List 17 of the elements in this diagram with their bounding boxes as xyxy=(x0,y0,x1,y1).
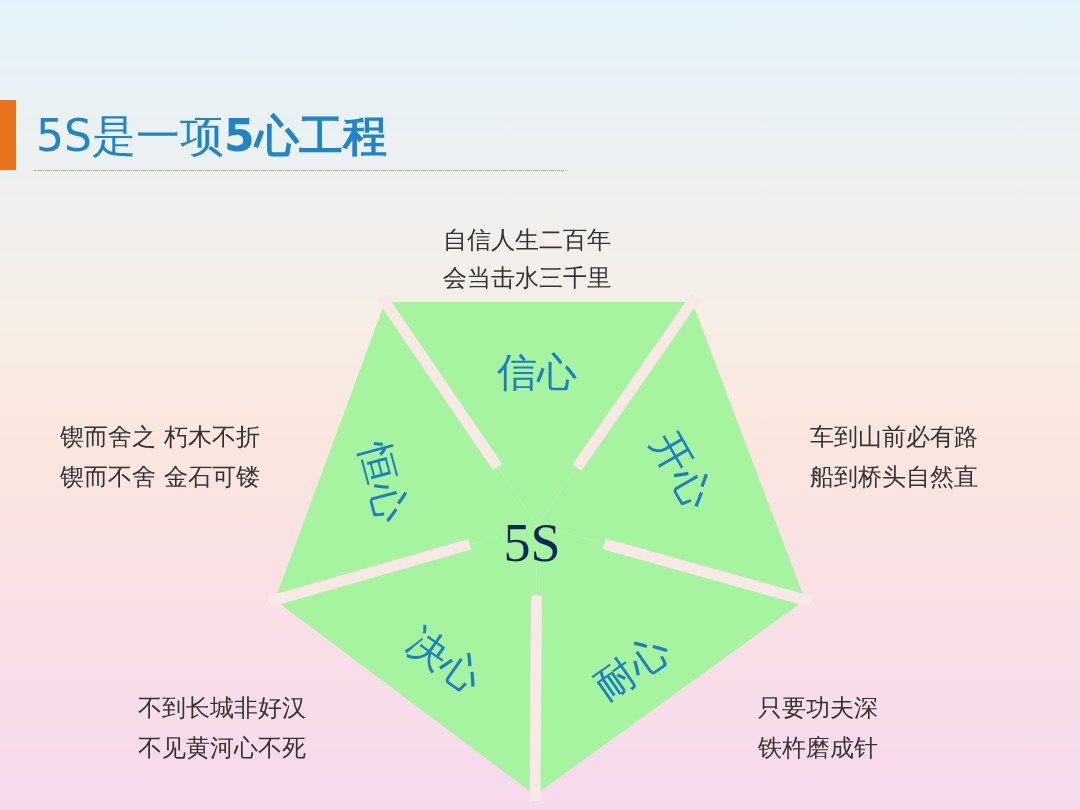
segment-label: 开心 xyxy=(644,425,720,515)
segment-label: 恒心 xyxy=(354,438,414,526)
quote-text: 不见黄河心不死 xyxy=(138,734,306,763)
title: 5S是一项5心工程 xyxy=(36,112,387,161)
segment-label: 耐心 xyxy=(587,628,677,708)
segment-label: 信心 xyxy=(497,352,577,392)
quote-text: 车到山前必有路 xyxy=(810,423,978,452)
quote-text: 铁杵磨成针 xyxy=(758,734,878,763)
quote-text: 会当击水三千里 xyxy=(443,264,611,293)
center-label: 5S xyxy=(503,516,561,570)
quote-text: 船到桥头自然直 xyxy=(810,463,978,492)
quote-text: 自信人生二百年 xyxy=(443,226,611,255)
quote-text: 锲而舍之 朽木不折 xyxy=(60,423,260,452)
quote-text: 只要功夫深 xyxy=(758,694,878,723)
segment-label: 决心 xyxy=(400,620,490,700)
quote-text: 不到长城非好汉 xyxy=(138,694,306,723)
quote-text: 锲而不舍 金石可镂 xyxy=(60,463,260,492)
